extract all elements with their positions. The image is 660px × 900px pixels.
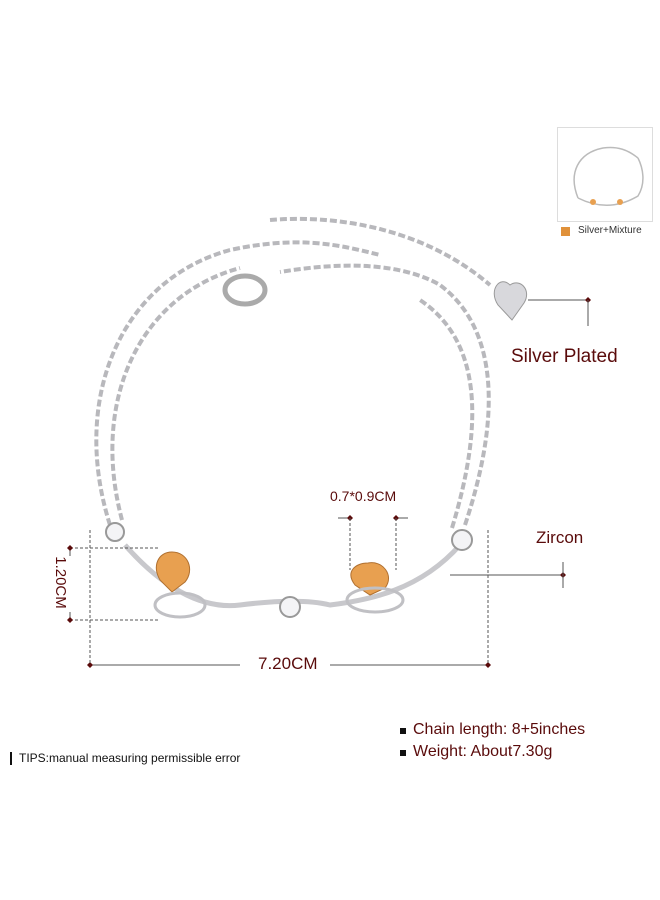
weight-spec: Weight: About7.30g [413, 743, 553, 760]
zircon-stone [451, 529, 473, 551]
variant-color-swatch[interactable] [561, 227, 570, 236]
lobster-clasp [222, 273, 268, 307]
width-label: 7.20CM [258, 654, 318, 673]
bullet-icon [400, 728, 406, 734]
variant-thumbnail[interactable] [557, 127, 653, 222]
bracelet-chain [94, 216, 492, 529]
tips-bar-icon [10, 752, 12, 765]
height-label: 1.20CM [51, 556, 69, 609]
bullet-icon [400, 750, 406, 756]
stone-label: Zircon [536, 528, 584, 547]
zircon-stone [279, 596, 301, 618]
plating-label: Silver Plated [511, 346, 618, 367]
dimension-lines [67, 297, 591, 668]
orange-stone [156, 551, 190, 593]
heart-charm [493, 281, 528, 321]
tips-text: TIPS:manual measuring permissible error [19, 751, 241, 765]
stone-size-label: 0.7*0.9CM [330, 488, 397, 504]
variant-label[interactable]: Silver+Mixture [578, 225, 642, 236]
zircon-stone [105, 522, 125, 542]
thumbnail-bracelet-image [573, 146, 644, 206]
chain-length-spec: Chain length: 8+5inches [413, 721, 586, 738]
